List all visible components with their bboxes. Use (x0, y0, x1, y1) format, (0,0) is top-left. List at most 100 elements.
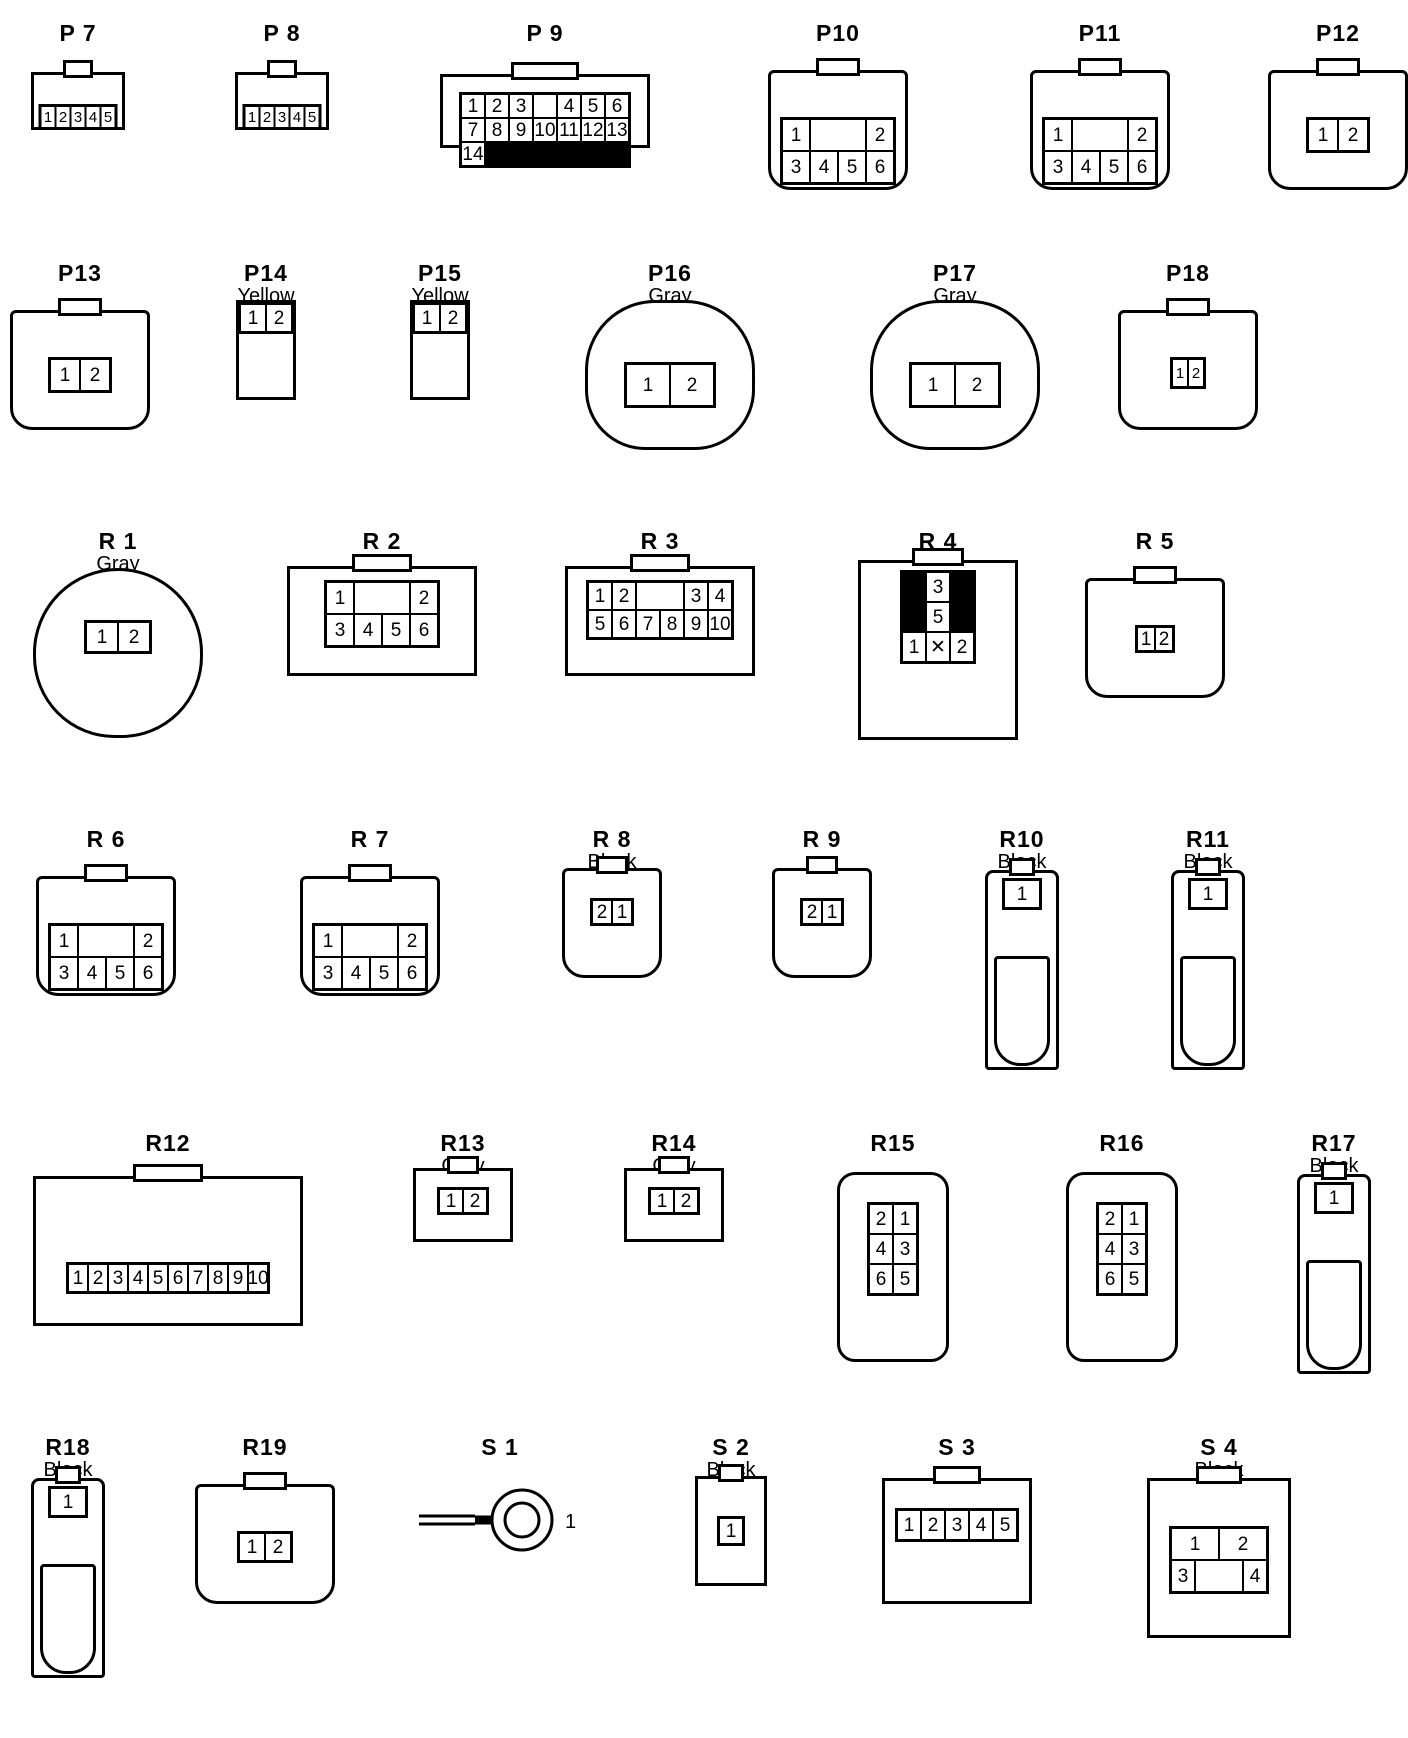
pin-cavity: 2 (870, 1205, 892, 1233)
pin-cavity: 5 (101, 107, 115, 127)
pin-cavity: 7 (462, 119, 484, 141)
pin-cavity: 2 (441, 305, 465, 331)
pin-cavity: 3 (1172, 1561, 1194, 1591)
pin-cavity: 4 (970, 1511, 992, 1539)
pin-cavity: 2 (956, 365, 998, 405)
latch (351, 554, 413, 572)
pin-cavity: 3 (1045, 152, 1071, 182)
latch (1077, 58, 1123, 76)
pin-cavity: 2 (119, 623, 149, 651)
pin-cavity: 3 (894, 1235, 916, 1263)
latch (242, 1472, 288, 1490)
pin-cavity: 7 (637, 611, 659, 637)
connector-code: R17 (1311, 1130, 1357, 1156)
connector-s4: S 4Black1234 (1147, 1436, 1291, 1638)
pin-cavity: 2 (951, 633, 973, 661)
pin-cavity: 2 (613, 583, 635, 609)
pin-cavity: 2 (486, 95, 508, 117)
pin-cavity: 3 (315, 958, 341, 988)
pin-cavity: 4 (811, 152, 837, 182)
pin-cavity: 1 (589, 583, 611, 609)
connector-code: R13 (440, 1130, 486, 1156)
pin-cavity: 1 (462, 95, 484, 117)
latch (815, 58, 861, 76)
pin-cavity: 8 (486, 119, 508, 141)
pin-cavity: 3 (685, 583, 707, 609)
pin-cavity: 13 (606, 119, 628, 141)
pin-cavity: 2 (266, 1534, 290, 1560)
latch (1195, 858, 1221, 876)
connector-code: R 8 (592, 826, 632, 852)
pin-label: 1 (565, 1511, 576, 1533)
pin-cavity: 2 (1189, 360, 1203, 386)
pin-cavity: 2 (267, 305, 291, 331)
pin-cavity: 2 (675, 1190, 697, 1212)
pin-cavity: ✕ (927, 633, 949, 661)
pin-cavity: 2 (1339, 120, 1367, 150)
latch (1165, 298, 1211, 316)
pin-cavity: 1 (898, 1511, 920, 1539)
connector-code: P17 (933, 260, 977, 286)
pin-cavity: 2 (1156, 628, 1172, 650)
ring-hole (503, 1501, 541, 1539)
pin-cavity: 5 (994, 1511, 1016, 1539)
connector-code: P10 (816, 20, 860, 46)
pin-blank (1196, 1561, 1242, 1591)
connector-code: R18 (45, 1434, 91, 1460)
pin-cavity: 1 (1173, 360, 1187, 386)
pin-cavity: 3 (946, 1511, 968, 1539)
pin-cavity: 4 (1073, 152, 1099, 182)
pin-cavity: 1 (894, 1205, 916, 1233)
pin-cavity: 1 (1317, 1185, 1351, 1211)
pin-cavity: 4 (129, 1265, 147, 1291)
pin-cavity: 4 (870, 1235, 892, 1263)
pin-cavity: 5 (1101, 152, 1127, 182)
latch (83, 864, 129, 882)
pin-cavity: 5 (383, 615, 409, 645)
pin-cavity: 5 (589, 611, 611, 637)
pin-cavity: 2 (135, 926, 161, 956)
pin-face: 1 (1314, 1182, 1354, 1214)
pin-cavity: 1 (415, 305, 439, 331)
connector-code: P16 (648, 260, 692, 286)
latch (511, 62, 579, 80)
connector-housing (33, 568, 203, 738)
pin-cavity: 8 (661, 611, 683, 637)
pin-cavity: 1 (87, 623, 117, 651)
pin-blank (811, 120, 865, 150)
connector-code: P18 (1166, 260, 1210, 286)
latch (933, 1466, 981, 1484)
pin-cavity: 5 (582, 95, 604, 117)
connector-code: R19 (242, 1434, 288, 1460)
pin-cavity: 1 (912, 365, 954, 405)
pin-cavity: 5 (839, 152, 865, 182)
connector-code: R 6 (86, 826, 126, 852)
pin-cavity: 1 (315, 926, 341, 956)
pin-cavity: 5 (927, 603, 949, 631)
pin-cavity: 1 (240, 1534, 264, 1560)
connector-code: R14 (651, 1130, 697, 1156)
pin-cavity: 5 (1123, 1265, 1145, 1293)
pin-cavity (534, 95, 556, 117)
connector-r13: R13Gray12 (413, 1132, 513, 1242)
pin-cavity: 1 (627, 365, 669, 405)
